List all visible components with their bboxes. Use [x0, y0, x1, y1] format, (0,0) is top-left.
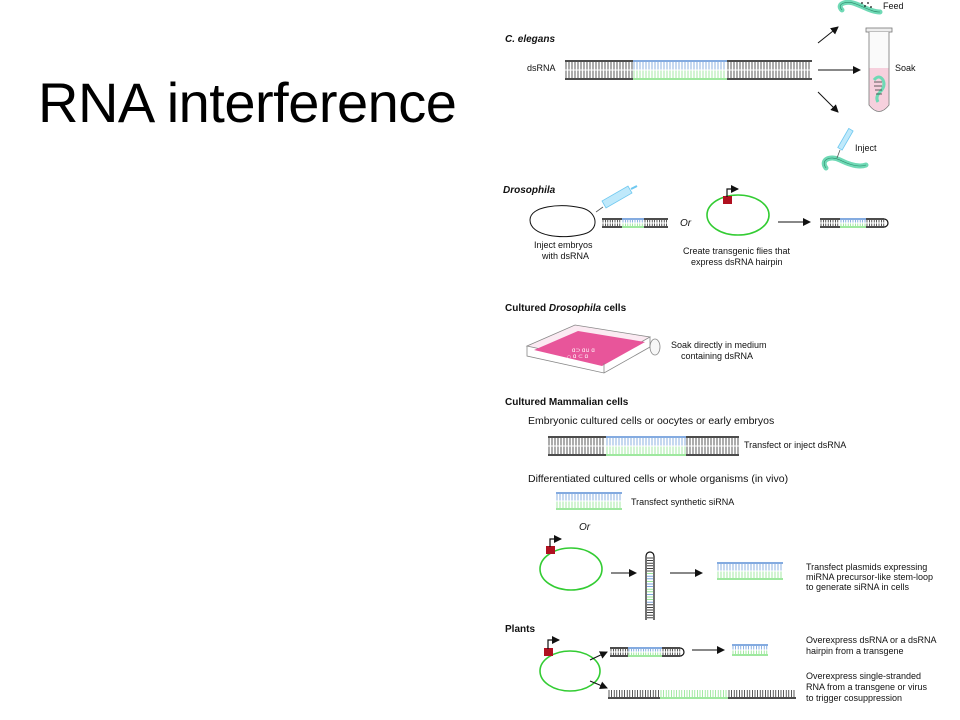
drosophila-caption-2a: Create transgenic flies that — [683, 246, 791, 256]
mammalian-plasmid-3: to generate siRNA in cells — [806, 582, 910, 592]
injection-worm-icon — [821, 127, 869, 171]
plants-text-2c: to trigger cosuppression — [806, 693, 902, 703]
mammalian-sub-2: Differentiated cultured cells or whole o… — [528, 473, 788, 485]
plants-heading: Plants — [505, 624, 535, 635]
plant-hairpin — [610, 647, 685, 657]
drosophila-plasmid-icon — [706, 185, 770, 236]
cultured-drosophila-caption-a: Soak directly in medium — [671, 340, 767, 350]
arrow-plant-ssrna — [589, 680, 608, 690]
mammalian-dsrna — [548, 436, 739, 456]
soak-label: Soak — [895, 63, 916, 73]
mammalian-transfect-1: Transfect or inject dsRNA — [744, 440, 846, 450]
plants-text-1b: hairpin from a transgene — [806, 646, 904, 656]
embryo-icon — [529, 205, 596, 238]
celegans-heading: C. elegans — [505, 34, 555, 45]
feeding-worm-icon — [837, 0, 883, 15]
slide-title: RNA interference — [38, 71, 457, 134]
drosophila-caption-1a: Inject embryos — [534, 240, 593, 250]
cultured-drosophila-caption-b: containing dsRNA — [681, 351, 753, 361]
plants-text-2b: RNA from a transgene or virus — [806, 682, 928, 692]
celegans-dsrna — [565, 60, 812, 80]
generated-sirna — [717, 562, 783, 580]
syringe-icon — [595, 185, 638, 213]
stem-loop-precursor — [645, 551, 655, 620]
inject-label: Inject — [855, 143, 877, 153]
drosophila-caption-1b: with dsRNA — [541, 251, 589, 261]
synthetic-sirna — [556, 492, 622, 510]
feed-label: Feed — [883, 1, 904, 11]
svg-text:∩ ɑ ⊂ ɑ: ∩ ɑ ⊂ ɑ — [567, 354, 588, 360]
plants-text-1a: Overexpress dsRNA or a dsRNA — [806, 635, 937, 645]
plant-sirna — [732, 644, 768, 656]
mammalian-or: Or — [579, 522, 591, 533]
mammalian-plasmid-1: Transfect plasmids expressing — [806, 562, 927, 572]
plants-text-2a: Overexpress single-stranded — [806, 671, 921, 681]
drosophila-caption-2b: express dsRNA hairpin — [691, 257, 783, 267]
arrow-plant-hairpin — [589, 651, 608, 661]
svg-text:ɑ⊃ ɑ∪ ɑ: ɑ⊃ ɑ∪ ɑ — [572, 348, 595, 354]
arrow-inject — [817, 91, 839, 113]
plant-ssrna — [608, 690, 796, 699]
drosophila-dsrna — [602, 218, 668, 228]
mammalian-transfect-2: Transfect synthetic siRNA — [631, 497, 734, 507]
soak-tube-icon — [865, 27, 893, 112]
mammalian-sub-1: Embryonic cultured cells or oocytes or e… — [528, 415, 774, 427]
mammalian-plasmid-icon — [539, 535, 603, 591]
plant-plasmid-icon — [539, 636, 601, 692]
mammalian-plasmid-2: miRNA precursor-like stem-loop — [806, 572, 933, 582]
mammalian-heading: Cultured Mammalian cells — [505, 397, 629, 408]
cultured-drosophila-heading: Cultured Drosophila cells — [505, 303, 627, 314]
drosophila-heading: Drosophila — [503, 185, 556, 196]
arrow-feed — [817, 26, 839, 44]
celegans-dsrna-label: dsRNA — [527, 63, 556, 73]
drosophila-hairpin — [820, 218, 889, 228]
drosophila-or: Or — [680, 218, 692, 229]
culture-flask-icon: ɑ⊃ ɑ∪ ɑ ∩ ɑ ⊂ ɑ — [525, 324, 661, 374]
